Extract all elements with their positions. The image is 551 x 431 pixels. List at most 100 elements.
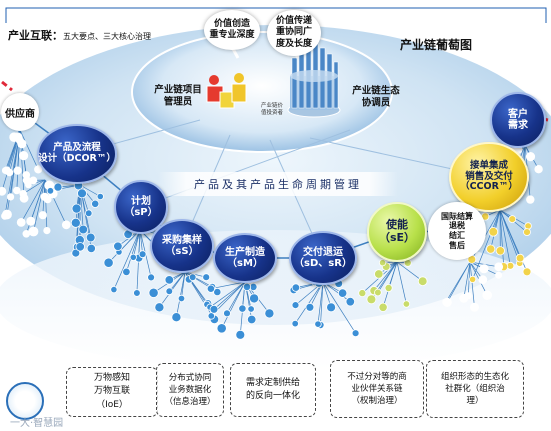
grape-dot	[526, 195, 535, 204]
grape-stem	[322, 281, 351, 302]
grape-dot	[22, 230, 31, 238]
product-design-node: 产品及流程 设计（DCOR™）	[37, 124, 117, 184]
grape-dot	[384, 283, 393, 292]
bottom-box-4: 不过分对等的商 业伙伴关系链 （权制治理）	[330, 360, 424, 418]
grape-dot	[464, 292, 472, 300]
grape-dot	[1, 212, 9, 220]
grape-dot	[71, 248, 81, 258]
grape-dot	[525, 152, 536, 162]
grape-stem	[373, 261, 398, 291]
grape-dot	[138, 250, 147, 259]
grape-dot	[122, 267, 131, 277]
grape-dot	[213, 287, 222, 297]
grape-dot	[291, 283, 301, 292]
header-subtitle: 五大要点、三大核心治理	[63, 32, 151, 41]
bottom-box-1: 万物感知 万物互联 （IoE）	[66, 367, 158, 417]
grape-dot	[17, 139, 27, 149]
grape-dot	[402, 300, 411, 308]
enable-node: 使能 （sE）	[367, 202, 427, 262]
grape-dot	[38, 211, 47, 220]
grape-dot	[216, 323, 227, 334]
grape-stem	[499, 209, 521, 259]
grape-dot	[345, 297, 356, 307]
grape-dot	[24, 181, 32, 189]
grape-dot	[468, 275, 477, 283]
grape-dot	[188, 273, 197, 282]
grape-dot	[378, 259, 387, 267]
grape-dot	[374, 288, 382, 297]
grape-stem	[209, 281, 246, 308]
grape-dot	[164, 275, 175, 285]
grape-dot	[374, 269, 384, 279]
deliver-node: 交付退运 （sD、sR）	[289, 231, 357, 285]
bottom-box-5: 组织形态的生态化 社群化（组织治 理）	[426, 360, 524, 418]
grape-dot	[469, 302, 479, 312]
grape-dot	[19, 190, 28, 198]
grape-dot	[482, 290, 493, 301]
grape-dot	[77, 188, 87, 199]
grape-dot	[71, 203, 82, 214]
grape-dot	[12, 186, 21, 195]
grape-dot	[291, 319, 299, 328]
tower-caption: 产业链价 值投资者	[260, 102, 284, 116]
grape-dot	[442, 297, 452, 307]
value-creation-callout: 价值创造 重专业深度	[204, 10, 260, 50]
ecosystem-coordinator-label: 产业链生态 协调员	[352, 85, 400, 109]
grape-stem	[322, 281, 356, 334]
bottom-box-2: 分布式协同 业务数据化 （信息治理）	[156, 363, 224, 417]
grape-dot	[85, 232, 96, 243]
grape-dot	[53, 182, 63, 192]
grape-dot	[177, 294, 186, 303]
grape-dot	[305, 302, 315, 312]
grape-dot	[314, 320, 322, 328]
grape-dot	[479, 264, 489, 274]
grape-dot	[29, 176, 38, 185]
dome-floor	[0, 230, 551, 370]
order-delivery-node: 接单集成 销售及交付 （CCOR™）	[449, 142, 529, 212]
grape-dot	[40, 192, 49, 201]
grape-stem	[169, 271, 186, 292]
value-transfer-callout: 价值传递 重协同广 度及长度	[267, 10, 321, 56]
grape-dot	[148, 287, 159, 298]
grape-dot	[84, 209, 93, 218]
grape-stem	[210, 281, 246, 290]
grape-dot	[0, 186, 7, 196]
grape-dot	[508, 215, 517, 224]
grape-dot	[206, 284, 215, 293]
grape-dot	[524, 222, 532, 230]
grape-dot	[70, 217, 81, 228]
grape-dot	[351, 329, 360, 338]
grape-dot	[358, 289, 367, 298]
grape-dot	[171, 312, 182, 323]
project-manager-blocks	[206, 73, 247, 109]
grape-stem	[79, 184, 101, 197]
grape-dot	[246, 314, 257, 325]
supplier-node: 供应商	[1, 93, 39, 131]
lifecycle-band: 产品及其产品生命周期管理	[158, 172, 398, 196]
grape-stem	[139, 229, 143, 255]
grape-dot	[247, 305, 255, 313]
grape-dot	[129, 253, 137, 261]
grape-stem	[23, 179, 46, 195]
grape-dot	[19, 151, 29, 161]
watermark-text: 一大·智慧园	[10, 418, 64, 429]
grape-dot	[326, 302, 337, 313]
grape-stem	[388, 261, 398, 289]
grape-dot	[1, 166, 9, 174]
diagram-title: 产业链葡萄图	[400, 38, 473, 52]
grape-dot	[147, 273, 156, 282]
grape-dot	[46, 187, 55, 195]
grape-dot	[75, 242, 85, 252]
grape-dot	[154, 302, 165, 313]
grape-stem	[377, 261, 398, 293]
grape-dot	[264, 308, 275, 319]
grape-stem	[19, 129, 39, 170]
grape-dot	[43, 227, 51, 235]
grape-stem	[499, 209, 505, 267]
grape-dot	[242, 282, 252, 291]
grape-dot	[28, 226, 39, 237]
grape-dot	[534, 164, 543, 174]
grape-dot	[235, 329, 246, 340]
grape-stem	[317, 281, 324, 325]
